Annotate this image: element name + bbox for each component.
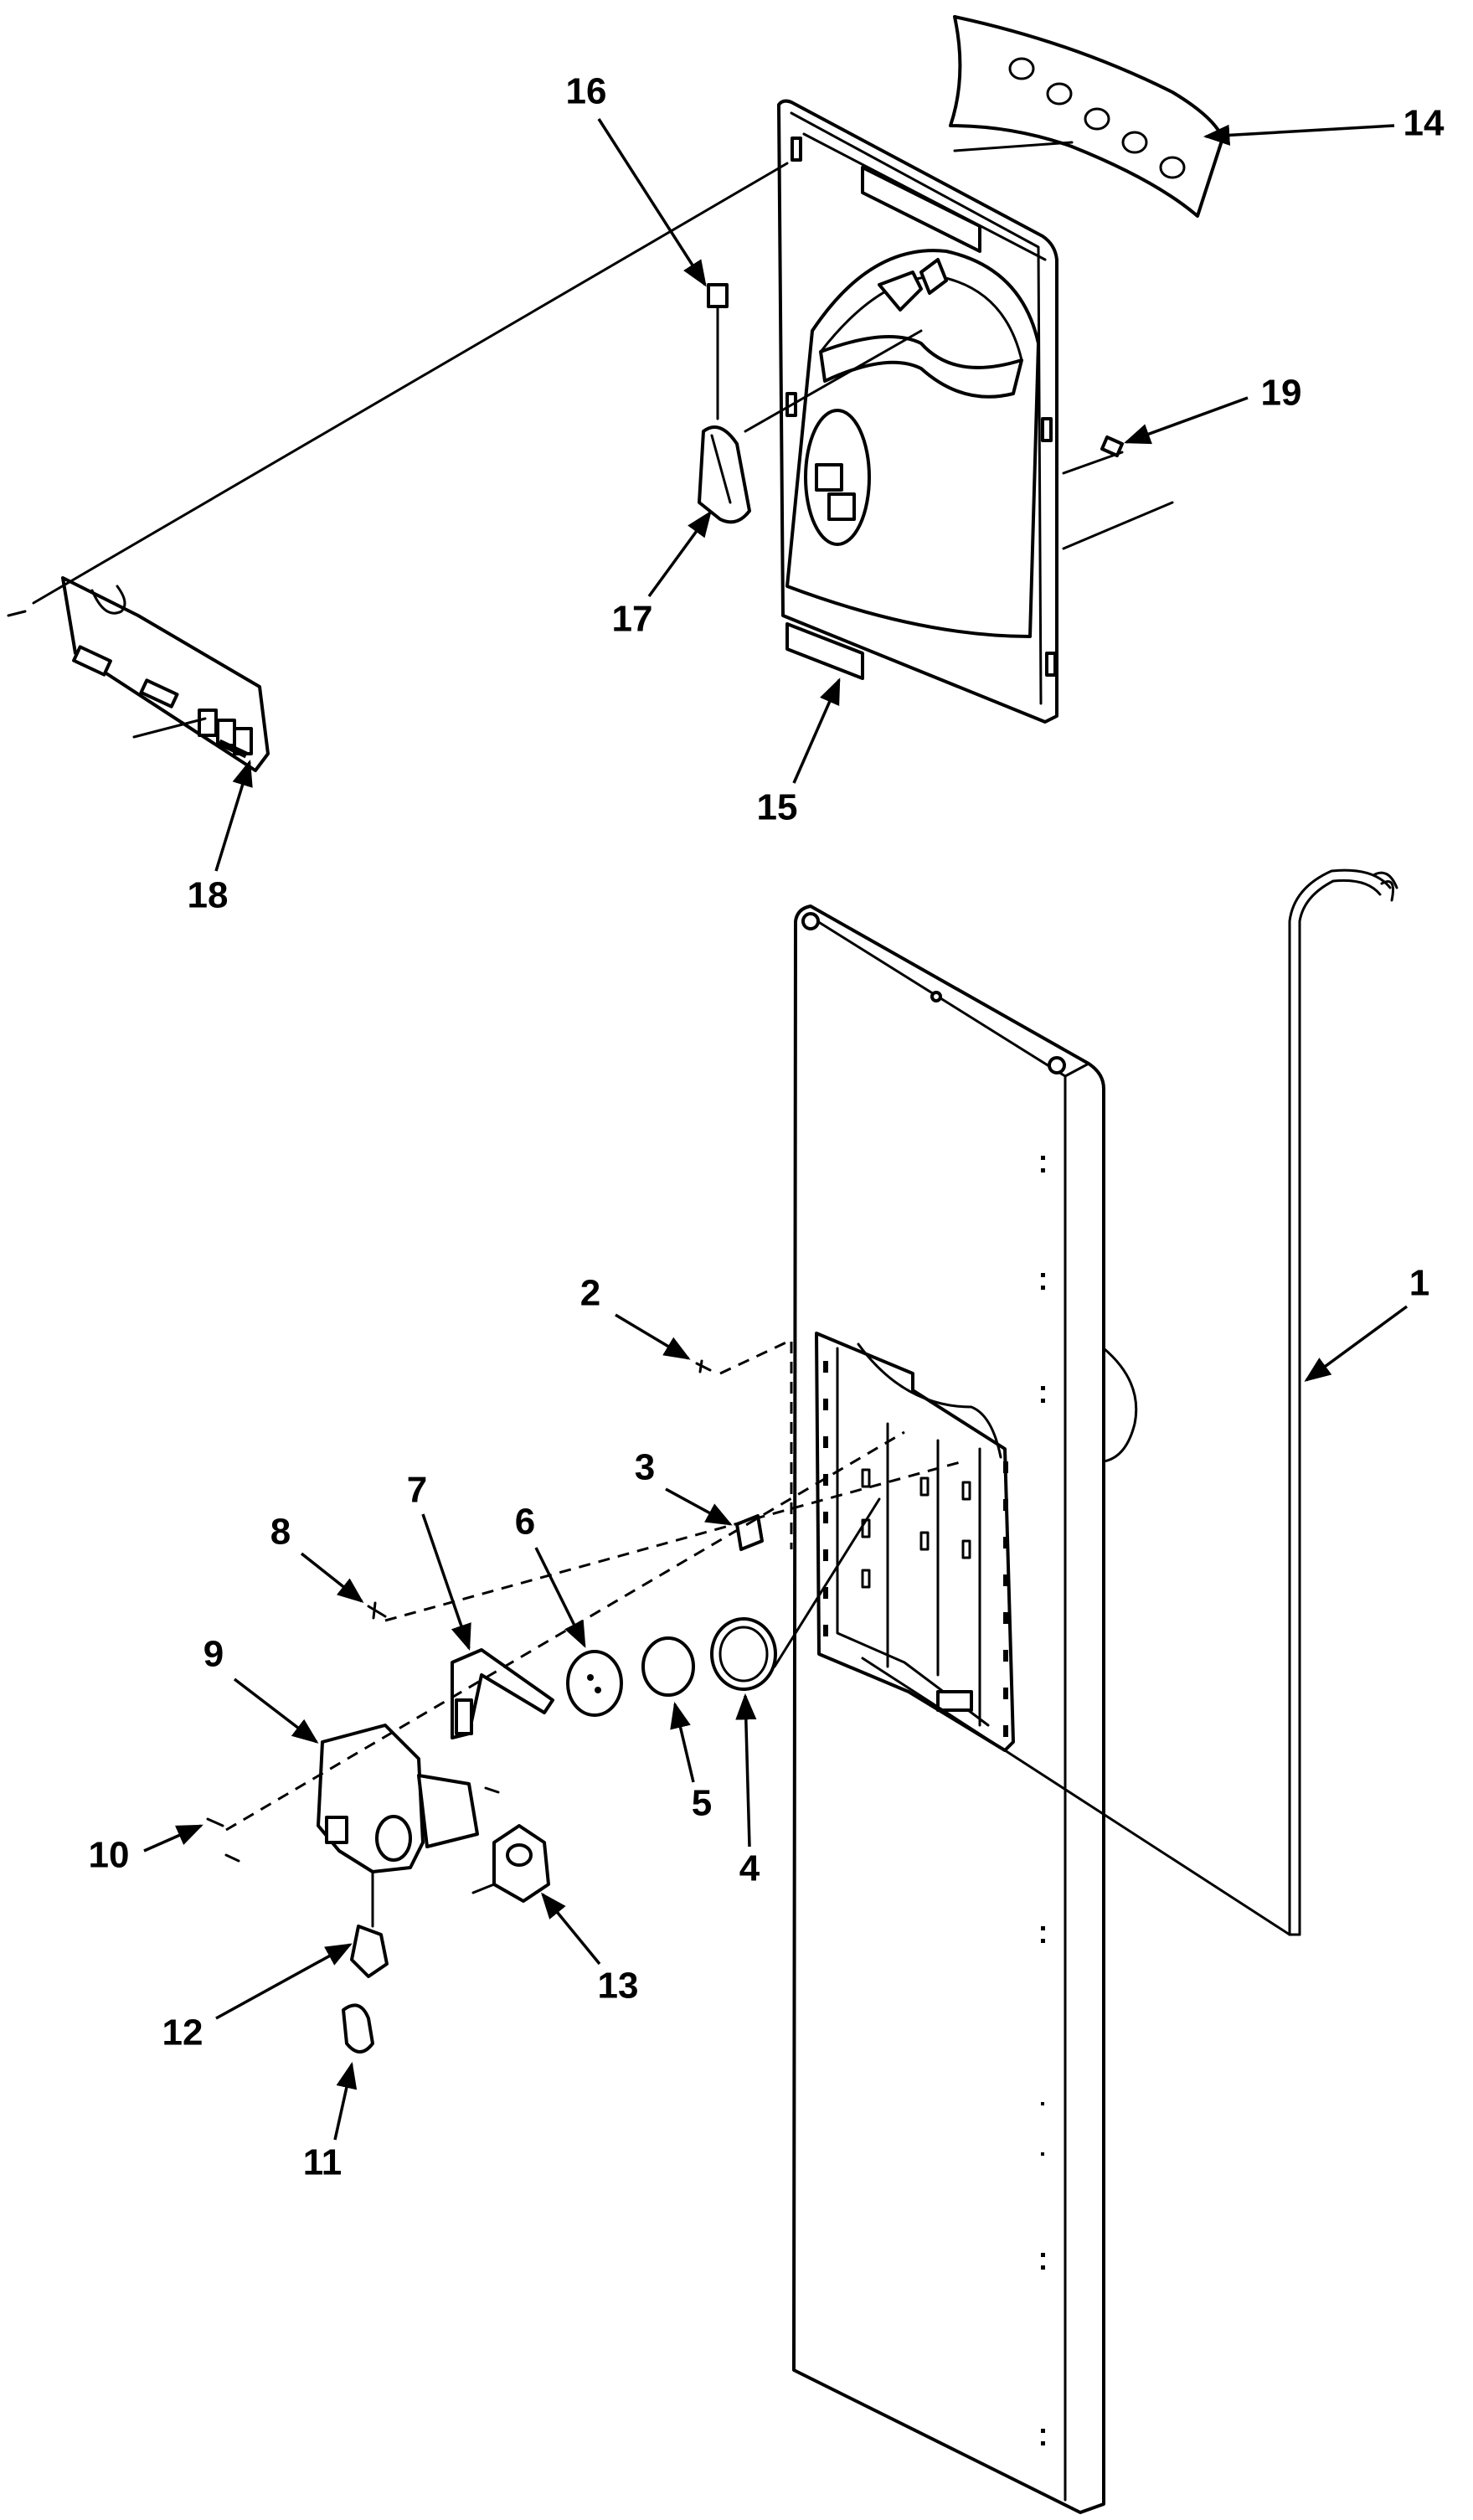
cavity-slots-left <box>823 1361 828 1636</box>
svg-text:11: 11 <box>303 2142 342 2183</box>
svg-text:17: 17 <box>612 599 653 640</box>
callout-10: 10 <box>89 1824 203 1876</box>
svg-text:15: 15 <box>757 787 798 828</box>
paddle-part-17 <box>698 425 751 524</box>
callout-13: 13 <box>541 1892 639 2007</box>
callout-17: 17 <box>612 510 712 640</box>
svg-text:7: 7 <box>407 1470 427 1511</box>
callout-8: 8 <box>270 1512 364 1603</box>
svg-text:9: 9 <box>203 1634 224 1675</box>
svg-text:2: 2 <box>580 1273 600 1314</box>
control-board <box>7 576 270 772</box>
cavity-slots-right <box>1003 1461 1008 1737</box>
part-2-screw <box>695 1359 712 1373</box>
svg-text:19: 19 <box>1261 373 1302 414</box>
part-6-cap <box>566 1650 623 1717</box>
part-8-screw <box>367 1601 387 1620</box>
svg-text:6: 6 <box>515 1502 535 1543</box>
callout-11: 11 <box>303 2061 358 2183</box>
water-tube <box>1288 868 1398 1936</box>
callout-16: 16 <box>566 71 707 287</box>
dispenser-cavity <box>815 1332 1015 1752</box>
svg-text:13: 13 <box>598 1966 639 2007</box>
callout-2: 2 <box>580 1273 691 1360</box>
svg-text:16: 16 <box>566 71 607 112</box>
svg-text:14: 14 <box>1403 103 1445 144</box>
callout-12: 12 <box>162 1943 353 2054</box>
part-5-lens <box>641 1636 695 1697</box>
dispenser-front-panel <box>777 99 1058 724</box>
part-7-bracket <box>451 1648 554 1739</box>
hinge-dots <box>1041 1156 1045 2445</box>
svg-text:3: 3 <box>635 1447 655 1488</box>
callout-14: 14 <box>1203 103 1445 146</box>
part-10-screw <box>206 1817 240 1863</box>
svg-text:5: 5 <box>692 1783 712 1824</box>
callout-19: 19 <box>1124 373 1302 445</box>
callout-18: 18 <box>188 759 253 916</box>
part-9-housing <box>317 1724 479 1873</box>
callout-6: 6 <box>515 1502 586 1648</box>
callout-7: 7 <box>407 1470 471 1651</box>
control-overlay <box>949 15 1224 218</box>
cavity-inner-tabs <box>861 1468 971 1589</box>
part-3-seal <box>735 1514 764 1551</box>
svg-text:12: 12 <box>162 2012 203 2054</box>
svg-text:10: 10 <box>89 1835 130 1876</box>
svg-text:8: 8 <box>270 1512 291 1553</box>
callout-3: 3 <box>635 1447 733 1526</box>
callout-5: 5 <box>670 1701 712 1824</box>
switch-part-16 <box>707 283 729 420</box>
callout-9: 9 <box>203 1634 319 1744</box>
svg-text:4: 4 <box>739 1848 760 1889</box>
screw-19 <box>1100 435 1124 457</box>
callout-4: 4 <box>735 1693 760 1889</box>
part-13-valve <box>471 1786 550 1903</box>
svg-text:18: 18 <box>188 875 229 916</box>
callout-1: 1 <box>1304 1263 1429 1382</box>
part-12-socket <box>350 1870 389 1978</box>
svg-text:1: 1 <box>1409 1263 1429 1304</box>
callout-15: 15 <box>757 678 841 828</box>
part-4-bezel <box>710 1617 777 1691</box>
part-11-bulb <box>342 2003 374 2054</box>
